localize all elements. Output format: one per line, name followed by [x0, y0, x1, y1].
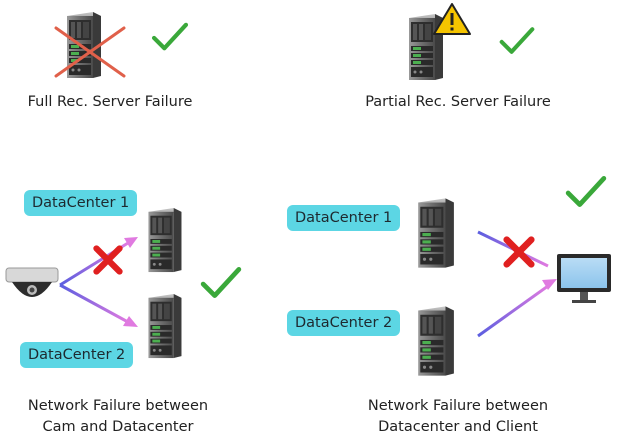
checkmark-icon: [154, 25, 186, 48]
red-x-icon: [507, 240, 532, 265]
checkmark-icon: [502, 29, 533, 52]
server-icon: [148, 293, 182, 359]
dome-camera-icon: [5, 267, 59, 297]
caption-line-2: Cam and Datacenter: [42, 419, 194, 435]
warning-triangle-icon: [433, 3, 471, 35]
caption-line-1: Network Failure between: [27, 398, 209, 414]
caption-datacenter-client: Network Failure between Datacenter and C…: [328, 396, 588, 438]
checkmark-icon: [203, 269, 239, 295]
red-cross-icon: [54, 26, 126, 78]
checkmark-icon: [568, 178, 604, 204]
arrow-from-datacenter-2: [477, 279, 557, 338]
server-icon: [418, 198, 454, 268]
scenario-partial-server-failure: [409, 3, 533, 80]
caption-line-2: Datacenter and Client: [378, 419, 538, 435]
scenario-full-server-failure: [54, 12, 186, 78]
scenario-datacenter-client: [418, 178, 611, 376]
server-icon: [67, 12, 101, 78]
caption-cam-datacenter: Network Failure between Cam and Datacent…: [0, 396, 236, 438]
caption-line-1: Network Failure between: [367, 398, 549, 414]
datacenter-1-label: DataCenter 1: [24, 190, 138, 216]
datacenter-2-label: DataCenter 2: [20, 342, 134, 368]
server-icon: [409, 14, 443, 80]
arrow-to-datacenter-2: [59, 283, 138, 327]
server-icon: [148, 207, 182, 273]
caption-full-server-failure: Full Rec. Server Failure: [27, 94, 193, 110]
monitor-icon: [557, 254, 611, 303]
arrow-to-datacenter-1: [59, 237, 138, 287]
datacenter-2-label: DataCenter 2: [287, 310, 401, 336]
server-icon: [418, 306, 454, 376]
scenario-cam-datacenter: [5, 207, 239, 359]
caption-partial-server-failure: Partial Rec. Server Failure: [365, 94, 551, 110]
datacenter-1-label: DataCenter 1: [287, 205, 401, 231]
